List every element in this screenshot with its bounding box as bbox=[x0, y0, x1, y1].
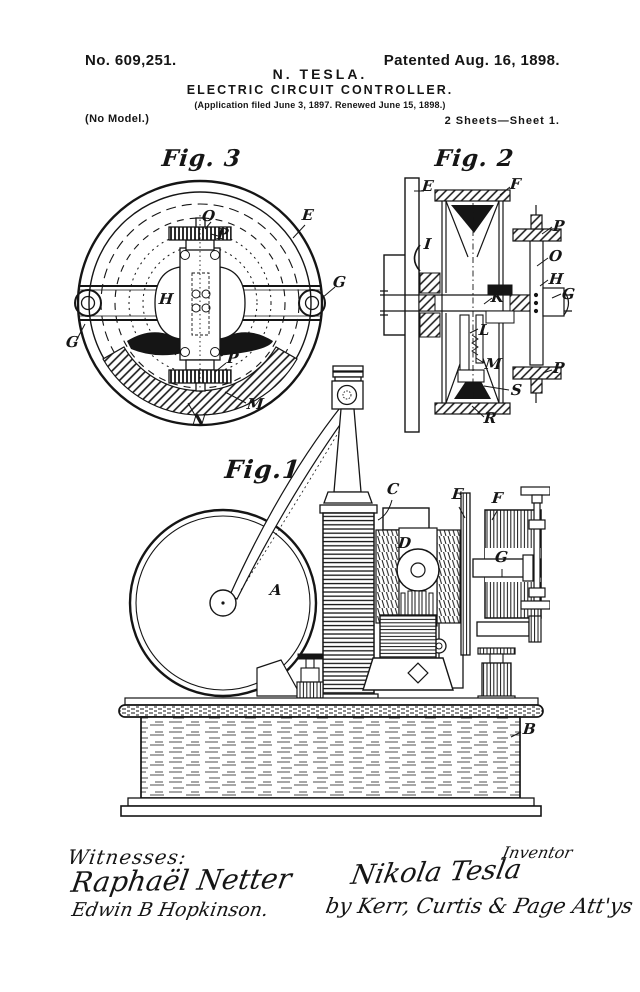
part-label-G: G bbox=[494, 548, 509, 566]
witness-signature-1: Raphaël Netter bbox=[69, 862, 294, 899]
part-label-H: H bbox=[158, 290, 175, 308]
connecting-arm bbox=[229, 403, 353, 600]
upper-contact-pool bbox=[451, 205, 494, 233]
inner-vanes bbox=[457, 314, 485, 383]
witness-signature-2: Edwin B Hopkinson. bbox=[70, 899, 271, 921]
part-label-C: C bbox=[386, 480, 400, 498]
part-label-E: E bbox=[421, 177, 435, 195]
inventor-signature: Nikola Tesla bbox=[348, 854, 524, 891]
wheel-hub bbox=[209, 589, 237, 617]
drum-housing bbox=[434, 189, 511, 415]
part-label-B: B bbox=[522, 720, 537, 738]
wooden-base bbox=[118, 697, 544, 817]
gear-disc bbox=[460, 492, 471, 656]
part-label-P-top: P bbox=[552, 217, 566, 235]
shaft-hub bbox=[418, 294, 436, 312]
part-label-O: O bbox=[548, 247, 564, 265]
part-label-D: D bbox=[397, 534, 413, 552]
lower-contact-pool bbox=[454, 369, 491, 399]
finial-pulley-center bbox=[342, 390, 352, 400]
inventor-name: N. TESLA. bbox=[272, 66, 368, 82]
drive-wheel bbox=[128, 508, 318, 698]
binding-post-left bbox=[256, 653, 324, 699]
finial-pulley bbox=[336, 384, 358, 406]
binding-post-right bbox=[477, 647, 516, 703]
bearings bbox=[419, 272, 515, 338]
part-label-E: E bbox=[451, 485, 465, 503]
patent-number: No. 609,251. bbox=[85, 52, 177, 69]
mercury-trough bbox=[102, 332, 298, 416]
part-label-A: A bbox=[269, 581, 283, 599]
spring-clip bbox=[413, 244, 421, 272]
part-label-O: O bbox=[201, 207, 217, 225]
fig1-leader-lines bbox=[377, 499, 522, 738]
controller-drum bbox=[472, 509, 542, 619]
part-label-G-right: G bbox=[332, 273, 347, 291]
part-label-G: G bbox=[561, 285, 576, 303]
fig3-leader-lines bbox=[75, 221, 336, 418]
part-label-F: F bbox=[509, 175, 522, 193]
lower-shaft bbox=[476, 615, 542, 643]
patent-date: Patented Aug. 16, 1898. bbox=[383, 52, 560, 69]
figure-2: Fig. 2 bbox=[380, 145, 580, 437]
standard-neck bbox=[323, 408, 373, 504]
adjusting-rod bbox=[520, 486, 550, 610]
sheet-info: 2 Sheets—Sheet 1. bbox=[444, 115, 560, 127]
part-label-K: K bbox=[490, 288, 506, 306]
application-line: (Application filed June 3, 1897. Renewed… bbox=[194, 100, 446, 110]
figure-3: Fig. 3 bbox=[65, 145, 350, 445]
part-label-H: H bbox=[548, 270, 565, 288]
part-label-P-top: P bbox=[216, 225, 230, 243]
figure-1: Fig.1 bbox=[95, 360, 550, 820]
hub-details bbox=[180, 215, 220, 393]
part-label-P-bottom: P bbox=[552, 359, 566, 377]
motor bbox=[362, 507, 461, 691]
fig2-leader-lines bbox=[414, 186, 562, 418]
model-note: (No Model.) bbox=[85, 113, 150, 125]
fig2-drawing bbox=[380, 177, 572, 433]
fig1-drawing bbox=[118, 365, 550, 817]
patent-title: ELECTRIC CIRCUIT CONTROLLER. bbox=[186, 83, 454, 97]
part-label-F: F bbox=[491, 489, 504, 507]
part-label-L: L bbox=[478, 321, 491, 339]
fig3-drawing bbox=[74, 179, 336, 427]
adjusting-screw-assembly bbox=[512, 205, 570, 403]
attorney-line: by Kerr, Curtis & Page Att'ys bbox=[323, 894, 635, 918]
part-label-G-left: G bbox=[65, 333, 80, 351]
part-label-E: E bbox=[301, 206, 315, 224]
